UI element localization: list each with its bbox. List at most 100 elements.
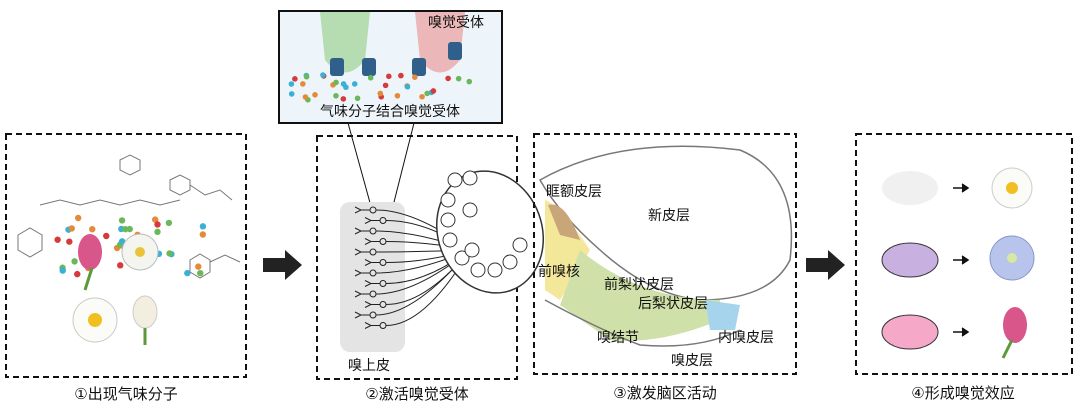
panel-smell-perception: ④形成嗅觉效应 [855, 133, 1073, 402]
glomerulus [442, 232, 458, 248]
odor-dot [68, 225, 75, 232]
odor-dot [300, 81, 306, 87]
inset-odor-dots [288, 72, 473, 103]
odor-dot [466, 78, 473, 85]
flower-white-icon [121, 233, 159, 271]
panel-1-border [5, 133, 247, 378]
odor-dot [54, 236, 61, 243]
odor-dot [292, 76, 298, 82]
piriform-region [560, 250, 720, 341]
epithelium-region [340, 202, 405, 352]
odor-dot [74, 270, 81, 278]
odor-dot [288, 91, 295, 97]
caption-2: ②激活嗅觉受体 [365, 385, 468, 403]
epithelium-label: 嗅上皮 [348, 358, 390, 374]
flower-white-large-icon [72, 297, 118, 343]
label-olfactory-cortex: 嗅皮层 [671, 353, 713, 369]
glomerulus [462, 170, 478, 186]
odor-dot [184, 269, 191, 277]
glomerulus [502, 254, 518, 270]
small-arrows [953, 183, 970, 337]
odor-dot [154, 228, 161, 236]
olfactory-bulb [435, 170, 545, 294]
odor-dot [89, 226, 96, 233]
odor-dot [166, 250, 173, 257]
label-orbitofrontal: 眶额皮层 [546, 184, 602, 200]
odor-dot [197, 269, 204, 277]
odor-dot [288, 81, 295, 87]
odor-dot [71, 258, 78, 265]
caption-4: ④形成嗅觉效应 [911, 384, 1014, 402]
arrow-right-icon [263, 250, 302, 280]
label-entorhinal: 内嗅皮层 [718, 330, 774, 346]
caption-3: ③激发脑区活动 [613, 384, 716, 402]
odor-dot [154, 221, 161, 228]
label-anterior-olfactory-nucleus: 前嗅核 [538, 263, 580, 280]
odor-dot [455, 75, 462, 82]
label-neocortex: 新皮层 [648, 208, 690, 224]
caption-1: ①出现气味分子 [74, 385, 177, 403]
odor-dot [126, 225, 133, 233]
odor-dot [445, 75, 451, 82]
odor-dot [386, 73, 392, 80]
odor-dot [59, 267, 66, 274]
odor-dot [333, 79, 339, 86]
odor-dot [424, 90, 430, 97]
odor-dot [340, 96, 347, 102]
cloud-white-icon [882, 171, 938, 205]
panel-3-border [533, 133, 797, 375]
glomerulus [487, 262, 503, 278]
odor-dot [404, 83, 411, 90]
neuron-green [320, 12, 370, 73]
label-olfactory-tubercle: 嗅结节 [597, 330, 639, 346]
odor-dot [430, 88, 437, 94]
odor-dot [199, 223, 207, 230]
entorhinal-region [705, 300, 740, 330]
label-posterior-piriform: 后梨状皮层 [638, 296, 708, 312]
glomerulus [447, 172, 463, 188]
odor-dot [312, 92, 318, 98]
glomerulus [462, 202, 478, 218]
arrow-right-icon [806, 250, 845, 280]
odor-dot [118, 238, 126, 245]
odor-dot [419, 93, 425, 100]
label-anterior-piriform: 前梨状皮层 [604, 276, 674, 293]
odor-dot [122, 225, 129, 233]
flower-snapdragon-icon [1001, 307, 1027, 359]
cloud-pink-icon [881, 314, 939, 350]
odor-dot [195, 263, 202, 270]
odor-dot [412, 74, 418, 80]
odor-dot [118, 217, 126, 224]
flower-blue-icon [989, 235, 1035, 281]
odor-dot [398, 72, 404, 79]
odor-dot [303, 73, 310, 80]
odor-dot [165, 219, 173, 227]
odor-dot [354, 95, 361, 102]
odor-dot [351, 81, 358, 87]
odor-dot [394, 92, 401, 99]
glomerulus [464, 242, 480, 258]
odor-dot [151, 216, 159, 223]
odor-dot [382, 82, 389, 89]
receptor-proteins [330, 42, 462, 76]
panel-brain-activity: 眶额皮层 新皮层 前嗅核 前梨状皮层 后梨状皮层 内嗅皮层 嗅结节 嗅皮层 ③激… [533, 133, 797, 402]
glomerulus [512, 237, 528, 253]
odor-dot [74, 214, 82, 222]
odor-molecule-dots [54, 214, 207, 278]
odor-dot [117, 262, 124, 269]
inset-receptor-binding: 嗅觉受体 气味分子结合嗅觉受体 [278, 10, 503, 211]
odor-dot [103, 232, 110, 240]
odor-dot [333, 92, 339, 99]
flower-snapdragon-icon [78, 234, 102, 291]
odor-dot [320, 72, 326, 78]
orbitofrontal-region [548, 204, 580, 240]
neocortex-region [538, 145, 793, 301]
binding-label: 气味分子结合嗅觉受体 [320, 104, 460, 120]
flower-white-icon [991, 167, 1033, 209]
odor-dot [66, 238, 73, 245]
cloud-purple-icon [881, 242, 939, 278]
inset-border [278, 10, 503, 124]
receptor-label: 嗅觉受体 [428, 15, 484, 31]
odor-dot [367, 74, 374, 81]
